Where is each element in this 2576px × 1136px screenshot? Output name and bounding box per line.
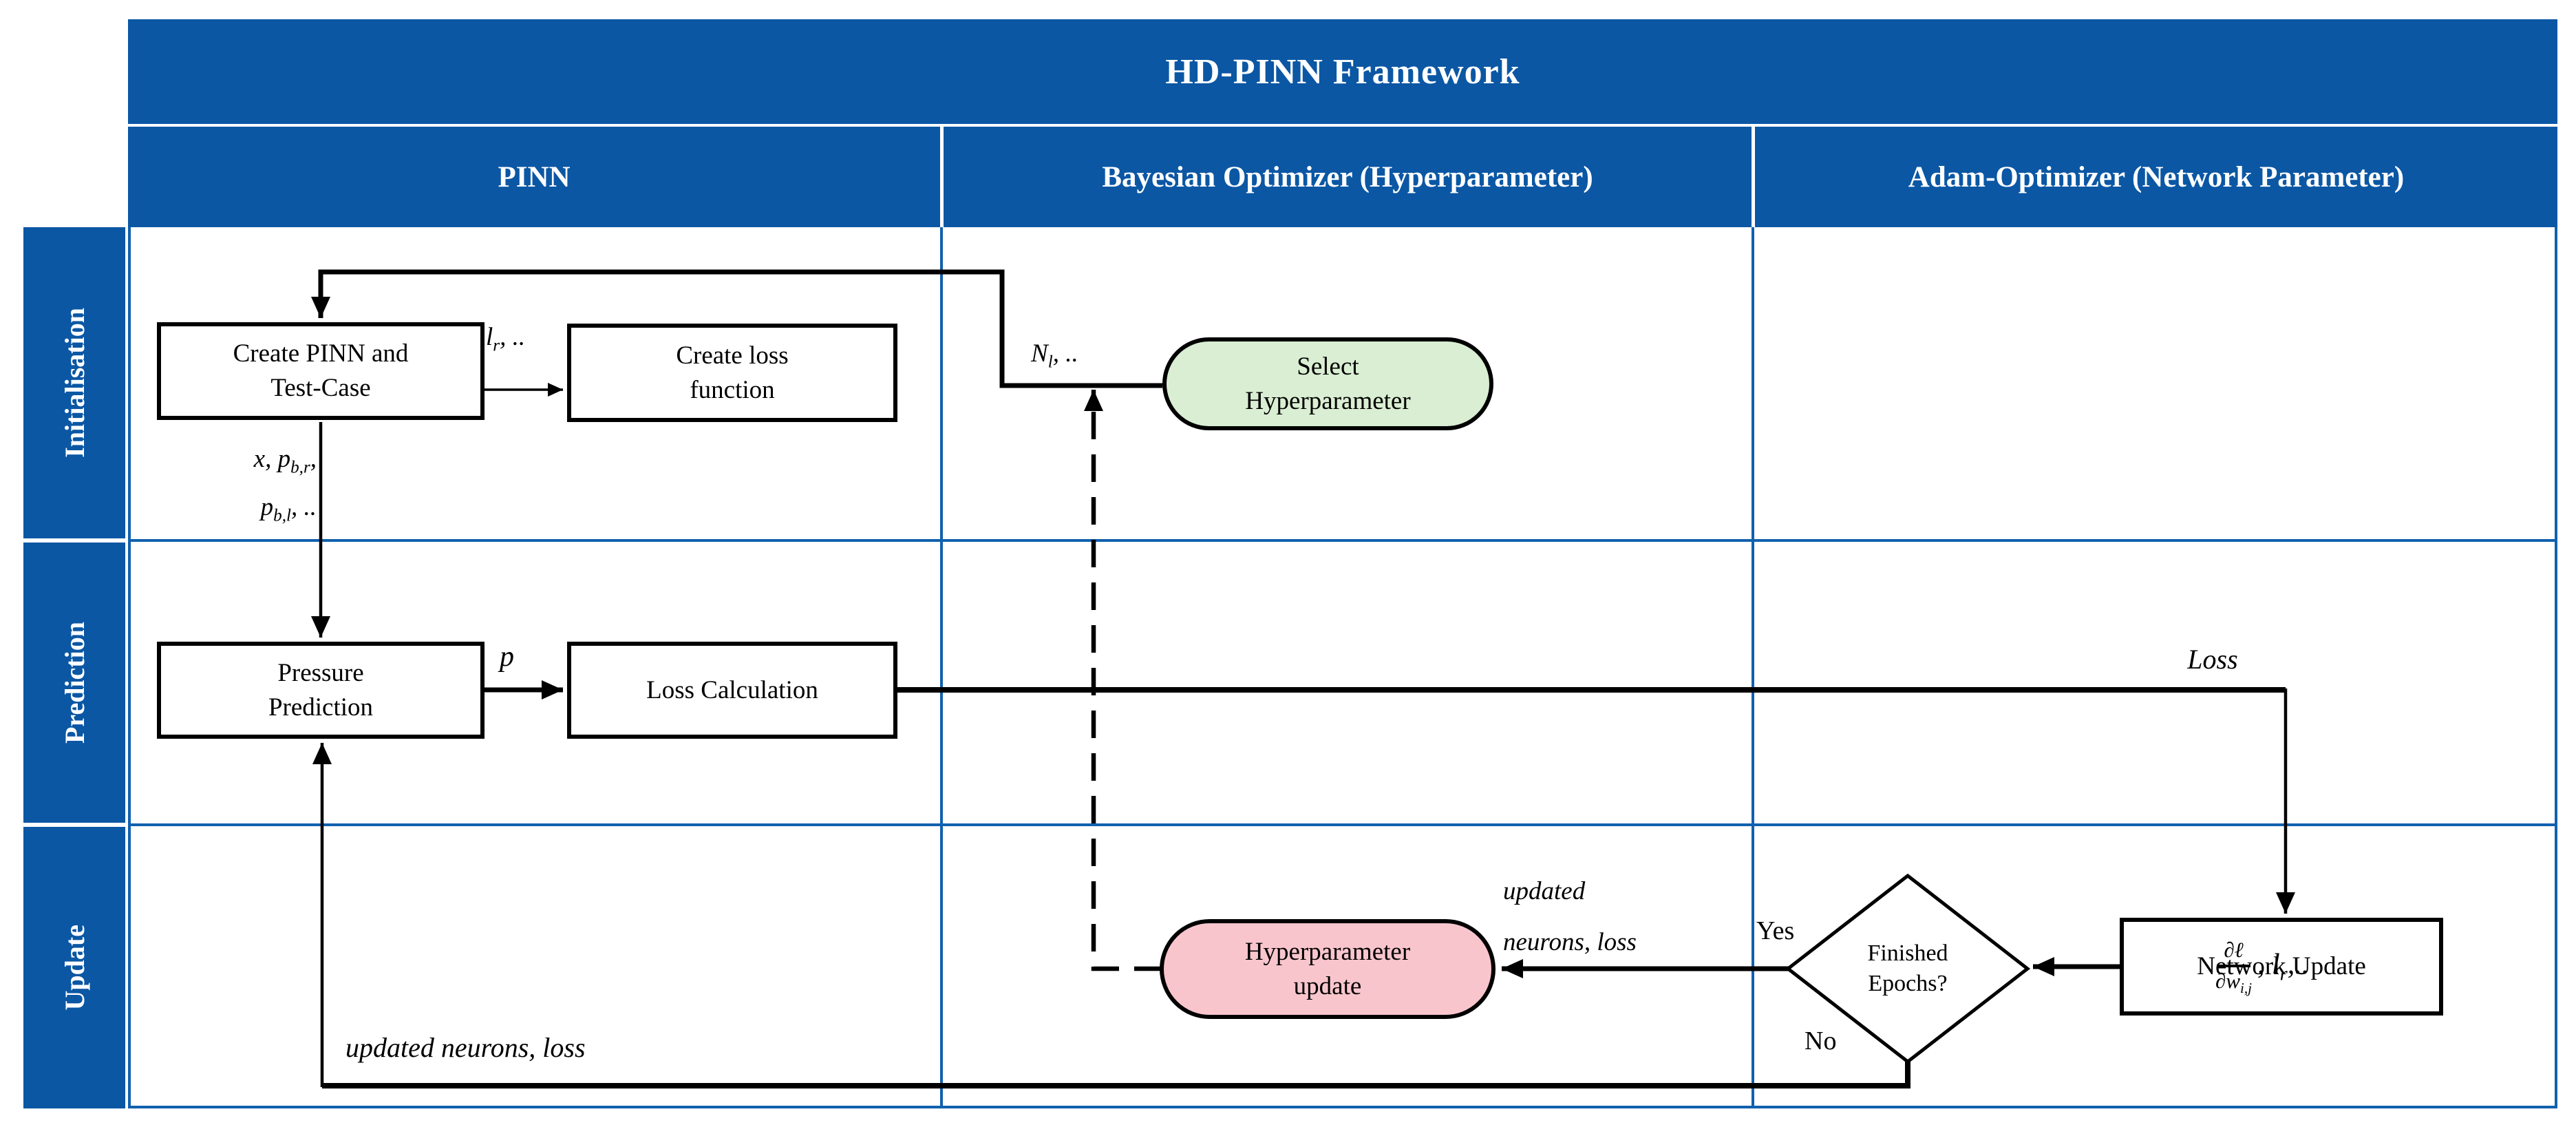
pressure-prediction-node: Pressure Prediction (157, 642, 485, 739)
column-header-adam-optimizer: Adam-Optimizer (Network Parameter) (1755, 127, 2557, 227)
gradient-rest: , lr,.. (2257, 949, 2310, 985)
row-header-prediction: Prediction (23, 543, 125, 823)
grid-border-left (128, 227, 131, 1108)
gradient-denominator: ∂wi,j (2215, 968, 2252, 996)
pinn-outputs-edge-label-line1: x, pb,r, (253, 445, 317, 477)
edge-hyperparameter-update-feedback-dashed (1084, 390, 1162, 971)
loss-calculation-node: Loss Calculation (567, 642, 897, 739)
grid-border-bottom (128, 1106, 2557, 1108)
column-header-pinn: PINN (128, 127, 940, 227)
edge-select-hyperparameter-to-create-pinn (311, 269, 1162, 388)
grid-border-right (2555, 227, 2557, 1108)
create-pinn-node: Create PINN and Test-Case (157, 322, 485, 420)
finished-epochs-node: Finished Epochs? (1867, 940, 1948, 996)
edge-finished-epochs-no-horizontal (322, 1060, 1910, 1088)
updated-neurons-loss-stacked-label: updated neurons, loss (1503, 877, 1637, 956)
pressure-edge-label: p (500, 641, 514, 673)
select-hyperparameter-node: Select Hyperparameter (1162, 337, 1493, 430)
pinn-outputs-edge-label-line2: pb,l, .. (260, 493, 317, 525)
column-header-bayesian-optimizer: Bayesian Optimizer (Hyperparameter) (944, 127, 1752, 227)
updated-neurons-loss-feedback-label: updated neurons, loss (345, 1032, 586, 1063)
grid-divider-col-2 (1752, 227, 1754, 1108)
gradient-fraction: ∂ℓ ∂wi,j (2213, 938, 2255, 996)
row-header-initialisation: Initialisation (23, 227, 125, 538)
network-update-node: Network Update (2120, 918, 2443, 1016)
grid-divider-row-2 (128, 823, 2557, 826)
no-branch-label: No (1805, 1027, 1837, 1055)
create-loss-node: Create loss function (567, 324, 897, 422)
gradient-edge-label: ∂ℓ ∂wi,j , lr,.. (2213, 938, 2309, 996)
row-header-update: Update (23, 827, 125, 1108)
yes-branch-label: Yes (1756, 916, 1795, 945)
hyperparameter-update-node: Hyperparameter update (1160, 919, 1495, 1019)
gradient-numerator: ∂ℓ (2217, 938, 2250, 967)
hyperparameters-edge-label: Nl, .. (1031, 339, 1078, 372)
grid-divider-col-1 (940, 227, 943, 1108)
grid-divider-row-1 (128, 539, 2557, 542)
finished-epochs-diamond-shape (1785, 873, 2031, 1064)
loss-edge-label: Loss (2187, 644, 2238, 675)
learning-rate-edge-label: lr, .. (486, 323, 526, 355)
framework-title: HD-PINN Framework (128, 19, 2557, 124)
